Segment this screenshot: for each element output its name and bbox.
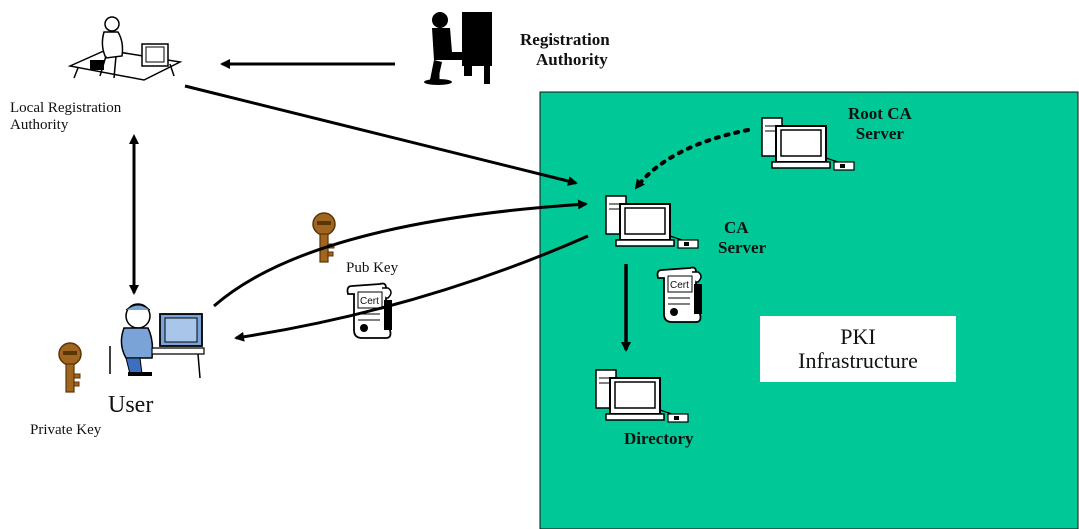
pki-infrastructure-title: PKI — [840, 323, 876, 349]
user-label: User — [108, 392, 154, 418]
pub-key-label: Pub Key — [346, 260, 399, 276]
registration-authority-label: Registration Authority — [520, 30, 610, 69]
directory-certificate-text: Cert — [670, 280, 689, 291]
arrow-user-to-ca-pubkey — [213, 199, 588, 308]
pub-key-icon — [312, 212, 336, 263]
directory-certificate-scroll-icon — [656, 266, 703, 323]
root-ca-server-label: Root CA Server — [848, 104, 912, 143]
user-person-icon — [109, 303, 205, 379]
local-registration-authority-label: Local Registration Authority — [10, 100, 122, 134]
arrow-root-to-ca-dotted — [634, 128, 750, 190]
private-key-label: Private Key — [30, 422, 102, 438]
pki-infrastructure-box: PKI Infrastructure — [760, 316, 956, 382]
private-key-icon — [58, 342, 82, 393]
registration-authority-person-icon — [424, 12, 492, 85]
directory-label: Directory — [624, 429, 694, 448]
arrow-lra-to-ca — [184, 84, 578, 186]
certificate-text: Cert — [360, 296, 379, 307]
pki-infrastructure-subtitle: Infrastructure — [798, 348, 918, 373]
arrow-ca-to-user-cert — [234, 234, 589, 342]
ca-server-label: CA Server — [718, 218, 767, 257]
local-registration-person-icon — [67, 16, 183, 81]
